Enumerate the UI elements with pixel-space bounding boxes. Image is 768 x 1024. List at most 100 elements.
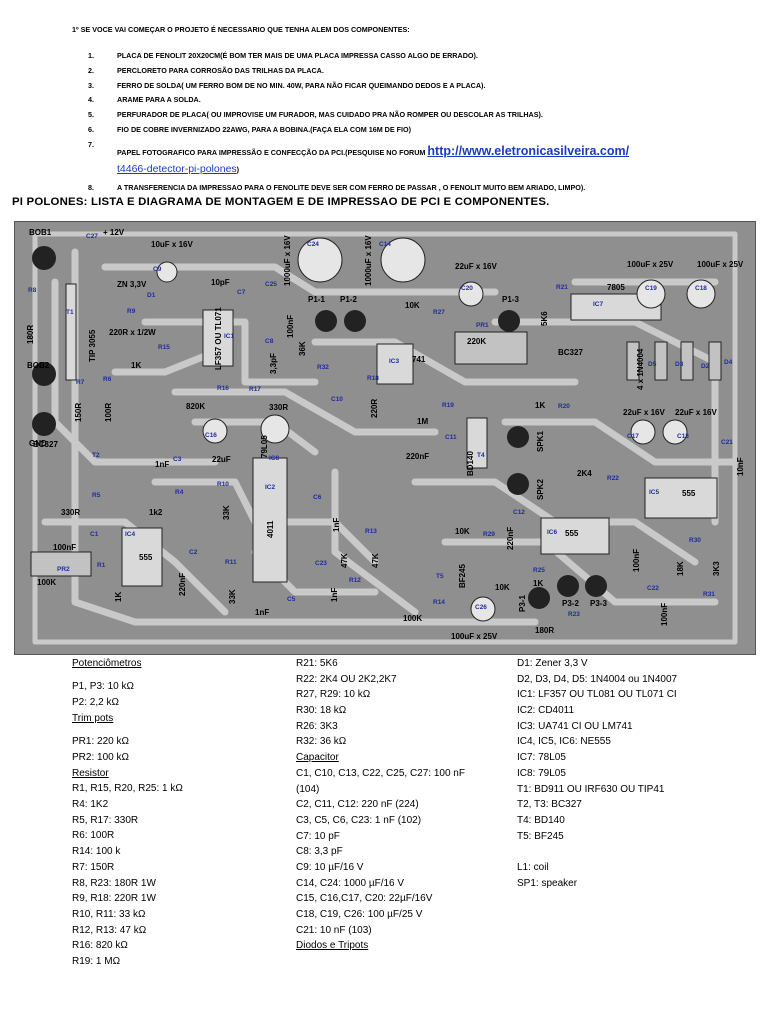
list-item: T2, T3: BC327 bbox=[517, 799, 582, 811]
pcb-label: R31 bbox=[703, 591, 715, 598]
pcb-label: R5 bbox=[92, 492, 101, 499]
pcb-label: R7 bbox=[76, 379, 85, 386]
pcb-label: 10K bbox=[455, 527, 470, 536]
pcb-label: 1K bbox=[535, 401, 546, 410]
list-item: R9, R18: 220R 1W bbox=[72, 893, 156, 905]
list-item: R22: 2K4 OU 2K2,2K7 bbox=[296, 673, 397, 685]
list-item: P2: 2,2 kΩ bbox=[72, 697, 119, 709]
list-item: IC4, IC5, IC6: NE555 bbox=[517, 736, 611, 748]
intro-text: 1º SE VOCE VAI COMEÇAR O PROJETO É NECES… bbox=[72, 25, 410, 34]
pcb-label: 150R bbox=[74, 402, 83, 422]
parts-list-column-3: D1: Zener 3,3 V D2, D3, D4, D5: 1N4004 o… bbox=[517, 656, 677, 891]
list-item: R4: 1K2 bbox=[72, 799, 109, 811]
pcb-label: R18 bbox=[367, 375, 379, 382]
pcb-label: R11 bbox=[225, 559, 237, 566]
pcb-label: 100uF x 25V bbox=[451, 632, 498, 641]
pcb-label: PR2 bbox=[57, 566, 70, 573]
parts-list-column-2: R21: 5K6 R22: 2K4 OU 2K2,2K7 R27, R29: 1… bbox=[296, 656, 465, 954]
pcb-label: R27 bbox=[433, 309, 445, 316]
pcb-label: 100nF bbox=[660, 602, 669, 626]
list-heading: Capacitor bbox=[296, 752, 339, 764]
pcb-label: 47K bbox=[340, 553, 349, 568]
pcb-label: C19 bbox=[645, 285, 657, 292]
pcb-label: 100nF bbox=[286, 314, 295, 338]
pcb-label: D2 bbox=[701, 363, 710, 370]
pcb-label: C11 bbox=[445, 434, 457, 441]
pcb-label: BD140 bbox=[466, 451, 475, 476]
pcb-label: R16 bbox=[217, 385, 229, 392]
list-item: C9: 10 µF/16 V bbox=[296, 861, 364, 873]
pcb-label: R23 bbox=[568, 611, 580, 618]
pcb-label: R32 bbox=[317, 364, 329, 371]
pcb-label: P1-2 bbox=[340, 295, 357, 304]
pcb-label: C20 bbox=[461, 285, 473, 292]
pcb-label: 10K bbox=[405, 301, 420, 310]
pcb-label: P3-3 bbox=[590, 599, 607, 608]
list-item: R26: 3K3 bbox=[296, 720, 338, 732]
requirements-list: 1.PLACA DE FENOLIT 20X20CM(É BOM TER MAI… bbox=[88, 51, 708, 199]
pcb-label: 555 bbox=[139, 553, 153, 562]
forum-link[interactable]: http://www.eletronicasilveira.com/ bbox=[427, 143, 630, 158]
pcb-label: R29 bbox=[483, 531, 495, 538]
pcb-label: IC3 bbox=[389, 358, 400, 365]
pcb-label: 1k2 bbox=[149, 508, 163, 517]
pcb-label: 22uF x 16V bbox=[675, 408, 717, 417]
pcb-label: R15 bbox=[158, 344, 170, 351]
pcb-label: 36K bbox=[298, 341, 307, 356]
pcb-label: 18K bbox=[676, 561, 685, 576]
pcb-label: D3 bbox=[675, 361, 684, 368]
pcb-label: C18 bbox=[695, 285, 707, 292]
pcb-label: IC2 bbox=[265, 484, 276, 491]
list-item: (104) bbox=[296, 783, 320, 795]
list-item: IC7: 78L05 bbox=[517, 752, 566, 764]
list-item: L1: coil bbox=[517, 861, 549, 873]
pcb-label: IC4 bbox=[125, 531, 136, 538]
pcb-label: C1 bbox=[90, 531, 99, 538]
list-item: T4: BD140 bbox=[517, 814, 565, 826]
pcb-label: TIP 3055 bbox=[88, 329, 97, 362]
pcb-label: R19 bbox=[442, 402, 454, 409]
pcb-label: IC1 bbox=[224, 333, 235, 340]
list-item: D1: Zener 3,3 V bbox=[517, 658, 588, 669]
pcb-label: 1000uF x 16V bbox=[283, 235, 292, 286]
pcb-label: R13 bbox=[365, 528, 377, 535]
pcb-label: P3-1 bbox=[518, 595, 527, 612]
pcb-label: 33K bbox=[228, 589, 237, 604]
list-item: R5, R17: 330R bbox=[72, 814, 139, 826]
list-item: R16: 820 kΩ bbox=[72, 940, 128, 952]
pcb-label: 10K bbox=[495, 583, 510, 592]
pcb-label: BOB2 bbox=[27, 361, 50, 370]
pcb-label: 1nF bbox=[330, 587, 339, 602]
pcb-label: C3 bbox=[173, 456, 182, 463]
pcb-label: 22uF x 16V bbox=[455, 262, 497, 271]
forum-topic-link[interactable]: t4466-detector-pi-polones bbox=[117, 162, 237, 175]
pcb-label: 4011 bbox=[266, 520, 275, 538]
pcb-label: GND bbox=[29, 439, 47, 448]
pcb-label: D5 bbox=[648, 361, 657, 368]
pcb-label: R14 bbox=[433, 599, 445, 606]
list-item: C21: 10 nF (103) bbox=[296, 924, 372, 936]
pcb-label: C24 bbox=[307, 241, 319, 248]
pcb-label: R20 bbox=[558, 403, 570, 410]
pcb-label: BC327 bbox=[33, 440, 58, 449]
list-item: C3, C5, C6, C23: 1 nF (102) bbox=[296, 814, 422, 826]
list-item: C15, C16,C17, C20: 22µF/16V bbox=[296, 893, 433, 905]
list-item: R8, R23: 180R 1W bbox=[72, 877, 156, 889]
list-item: 3.FERRO DE SOLDA( UM FERRO BOM DE NO MIN… bbox=[88, 80, 486, 90]
pcb-label: 100uF x 25V bbox=[697, 260, 744, 269]
pcb-label: 1M bbox=[417, 417, 429, 426]
pcb-label: R12 bbox=[349, 577, 361, 584]
pcb-label: BF245 bbox=[458, 563, 467, 588]
list-item: 6.FIO DE COBRE INVERNIZADO 22AWG, PARA A… bbox=[88, 124, 412, 134]
list-item: PR1: 220 kΩ bbox=[72, 736, 129, 748]
pcb-label: P1-1 bbox=[308, 295, 325, 304]
list-item: 1.PLACA DE FENOLIT 20X20CM(É BOM TER MAI… bbox=[88, 51, 478, 60]
pcb-label: C12 bbox=[513, 509, 525, 516]
pcb-label: 2K4 bbox=[577, 469, 592, 478]
pcb-label: C7 bbox=[237, 289, 246, 296]
list-item: 4.ARAME PARA A SOLDA. bbox=[88, 95, 201, 105]
list-item: P1, P3: 10 kΩ bbox=[72, 681, 134, 693]
pcb-label: C21 bbox=[721, 439, 733, 446]
pcb-label: 3,3pF bbox=[269, 353, 278, 374]
pcb-label: IC6 bbox=[547, 529, 558, 536]
